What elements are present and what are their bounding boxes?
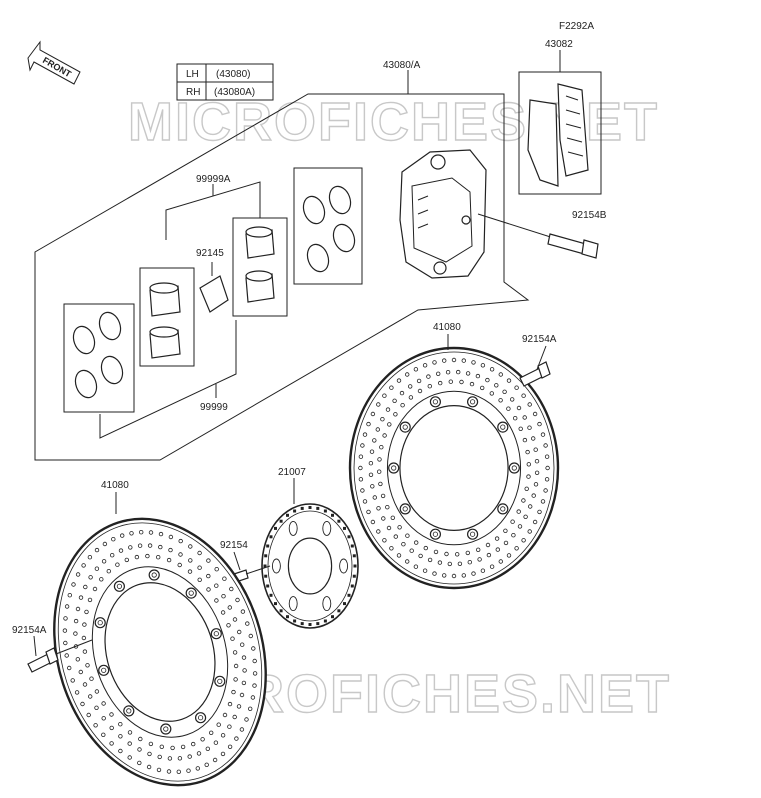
piston-box [232, 217, 288, 317]
sensor-rotor [261, 503, 359, 629]
table-row-rh-code: (43080A) [214, 87, 255, 98]
brake-disc-right [348, 346, 560, 590]
label-piston-kit: 99999 [200, 402, 228, 413]
table-row-rh-side: RH [186, 87, 200, 98]
pad-set-box [518, 50, 602, 195]
diagram-code: F2292A [559, 21, 594, 32]
front-arrow-icon: FRONT [27, 40, 81, 85]
label-pad-set: 43082 [545, 39, 573, 50]
label-sensor-rotor: 21007 [278, 467, 306, 478]
caliper-bolt-icon [477, 213, 599, 259]
brake-disc-left [53, 517, 267, 787]
brake-caliper-icon [399, 149, 487, 279]
table-row-lh-side: LH [186, 69, 199, 80]
seal-kit-bracket [165, 181, 261, 240]
pad-spring-icon [199, 262, 229, 313]
front-label: FRONT [41, 55, 73, 79]
piston-kit-bracket [99, 320, 237, 439]
seal-box-left [63, 303, 135, 413]
label-pad-spring: 92145 [196, 248, 224, 259]
table-row-lh-code: (43080) [216, 69, 250, 80]
brake-pad-icon [527, 83, 589, 187]
label-caliper-assy: 43080/A [383, 60, 421, 71]
side-table: LH (43080) RH (43080A) [176, 63, 274, 101]
label-disc-right: 41080 [433, 322, 461, 333]
disc-bolt-right-icon [519, 345, 551, 387]
piston-box-small [139, 267, 195, 367]
label-disc-left: 41080 [101, 480, 129, 491]
label-rotor-bolt: 92154 [220, 540, 248, 551]
label-disc-bolt-right: 92154A [522, 334, 557, 345]
caliper-assembly-frame [34, 70, 530, 461]
label-disc-bolt-left: 92154A [12, 625, 47, 636]
label-seal-kit: 99999A [196, 174, 231, 185]
seal-box-right [293, 167, 363, 285]
disc-bolt-left-icon [27, 635, 93, 673]
label-caliper-bolt: 92154B [572, 210, 607, 221]
